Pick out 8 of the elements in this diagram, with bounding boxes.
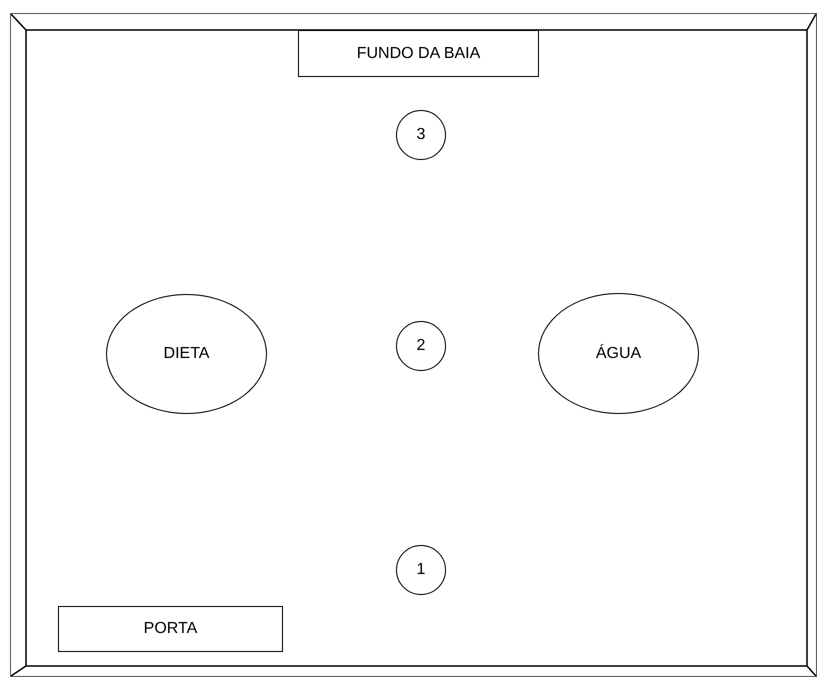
stall-outline bbox=[10, 13, 817, 677]
position-circle: 2 bbox=[396, 321, 446, 371]
position-circle: 1 bbox=[396, 545, 446, 595]
position-circle: 3 bbox=[396, 110, 446, 160]
label-box: PORTA bbox=[58, 606, 283, 652]
label-box: FUNDO DA BAIA bbox=[298, 30, 539, 77]
trough-ellipse: DIETA bbox=[106, 294, 267, 414]
water-ellipse: ÁGUA bbox=[538, 293, 699, 414]
